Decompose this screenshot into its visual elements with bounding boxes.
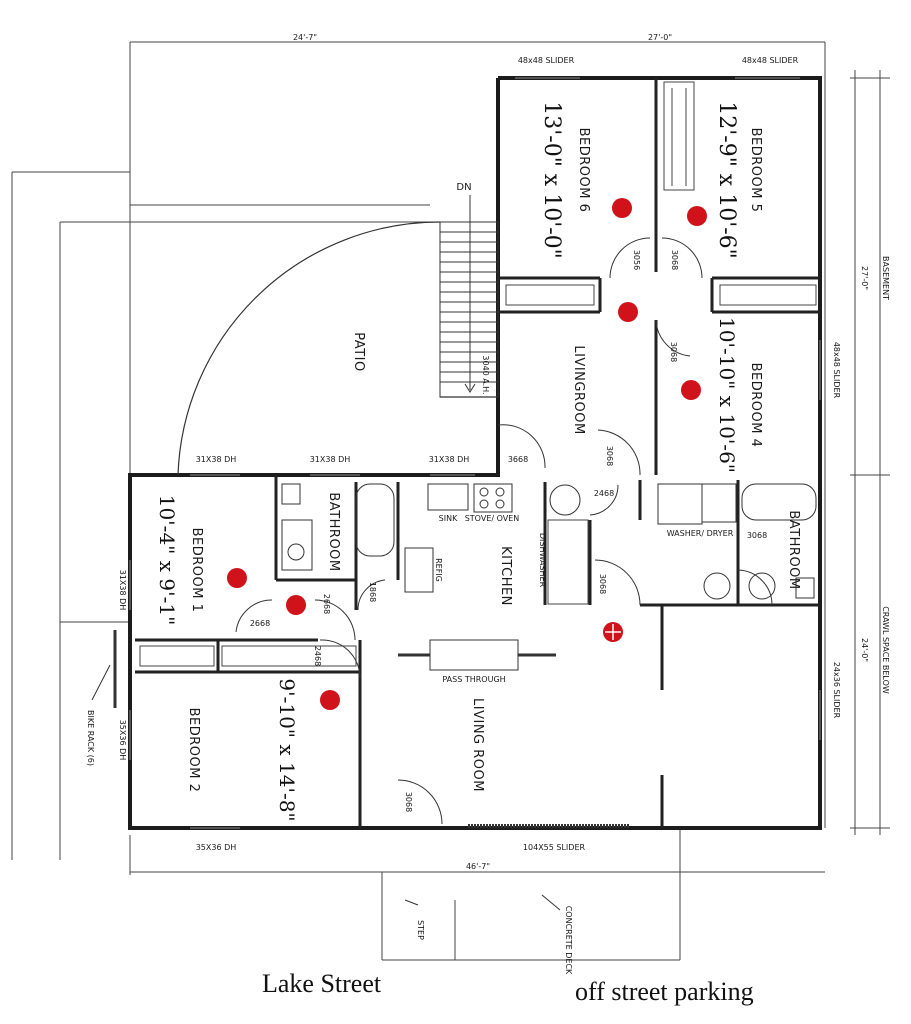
window-bottom-slider: 104X55 SLIDER: [523, 843, 586, 852]
dim-top-right: 27'-0": [648, 33, 672, 42]
dim-right-upper: 27'-0": [860, 266, 869, 290]
label-basement: BASEMENT: [881, 256, 890, 300]
label-sink: SINK: [439, 514, 458, 523]
window-left-dh-2: 35X36 DH: [118, 720, 127, 761]
door-swings: [235, 237, 773, 825]
interior-walls: [135, 78, 820, 828]
room-bathroom-right: BATHROOM: [786, 510, 801, 589]
window-bottom-dh: 35X36 DH: [196, 843, 237, 852]
marker-bedroom4: [681, 380, 701, 400]
door-3068-e: 3068: [747, 531, 767, 540]
door-3040: 3040 A.H.: [481, 355, 490, 394]
room-bedroom5: BEDROOM 5: [748, 128, 763, 213]
label-crawl-space: CRAWL SPACE BELOW: [881, 606, 890, 694]
marker-bedroom1: [227, 568, 247, 588]
door-3068-f: 3068: [404, 792, 413, 812]
room-bathroom-left: BATHROOM: [326, 492, 341, 571]
caption-off-street-parking: off street parking: [575, 977, 754, 1006]
door-2468-b: 2468: [313, 646, 322, 666]
window-patio-dh-1: 31X38 DH: [196, 455, 237, 464]
room-patio: PATIO: [351, 332, 366, 371]
site-lines: [11, 41, 890, 961]
room-bedroom2-size: 9'-10" x 14'-8": [275, 678, 299, 821]
label-bike-rack: BIKE RACK (6): [86, 710, 95, 766]
marker-hall-lower: [286, 595, 306, 615]
marker-bedroom2: [320, 690, 340, 710]
window-patio-dh-3: 31X38 DH: [429, 455, 470, 464]
dim-top-left: 24'-7": [293, 33, 317, 42]
fixtures: [113, 483, 817, 828]
label-stove: STOVE/ OVEN: [465, 514, 520, 523]
door-3056: 3056: [632, 250, 641, 270]
smoke-detector-markers: [227, 198, 707, 710]
room-bedroom5-size: 12'-9" x 10'-6": [714, 101, 739, 259]
window-right-slider: 48x48 SLIDER: [832, 342, 841, 399]
closets: [139, 81, 817, 667]
door-3068-d: 3068: [598, 574, 607, 594]
window-right-slider-2: 24x36 SLIDER: [832, 662, 841, 719]
room-bedroom6-size: 13'-0" x 10'-0": [539, 101, 564, 259]
window-left-dh-1: 31X38 DH: [118, 570, 127, 611]
label-refrig: REFIG: [434, 558, 443, 582]
stairs: [439, 195, 499, 398]
marker-hall-upper: [618, 302, 638, 322]
room-bedroom2: BEDROOM 2: [186, 708, 201, 793]
room-bedroom4-size: 10'-10" x 10'-6": [715, 317, 739, 473]
room-bedroom6: BEDROOM 6: [576, 128, 591, 213]
label-dn: DN: [456, 182, 471, 193]
door-1868: 1868: [368, 582, 377, 602]
label-washer-dryer: WASHER/ DRYER: [667, 529, 734, 538]
door-2468: 2468: [594, 489, 614, 498]
patio-outline: [177, 221, 498, 476]
marker-bedroom5: [687, 206, 707, 226]
window-ticks: [129, 77, 821, 829]
dim-bottom: 46'-7": [466, 862, 490, 871]
window-patio-dh-2: 31X38 DH: [310, 455, 351, 464]
dim-right-lower: 24'-0": [860, 638, 869, 662]
door-3668: 3668: [508, 455, 528, 464]
label-step: STEP: [416, 920, 425, 940]
caption-lake-street: Lake Street: [262, 969, 382, 998]
door-2668-b: 2668: [250, 619, 270, 628]
exterior-walls: [128, 76, 822, 830]
room-kitchen: KITCHEN: [498, 546, 513, 606]
room-bedroom4: BEDROOM 4: [748, 363, 763, 448]
door-3068-a: 3068: [670, 250, 679, 270]
window-top-slider-2: 48x48 SLIDER: [742, 56, 799, 65]
door-3068-c: 3068: [605, 446, 614, 466]
window-top-slider-1: 48x48 SLIDER: [518, 56, 575, 65]
door-2668-a: 2668: [322, 594, 331, 614]
label-concrete-deck: CONCRETE DECK: [564, 906, 573, 975]
marker-bedroom6: [612, 198, 632, 218]
label-pass-through: PASS THROUGH: [442, 675, 505, 684]
room-livingroom-upper: LIVINGROOM: [571, 345, 586, 434]
label-dishwasher: DISHWASHER: [538, 533, 547, 588]
room-living-room: LIVING ROOM: [470, 698, 485, 792]
door-3068-b: 3068: [669, 342, 678, 362]
room-bedroom1-size: 10'-4" x 9'-1": [155, 495, 179, 626]
room-bedroom1: BEDROOM 1: [189, 528, 204, 613]
